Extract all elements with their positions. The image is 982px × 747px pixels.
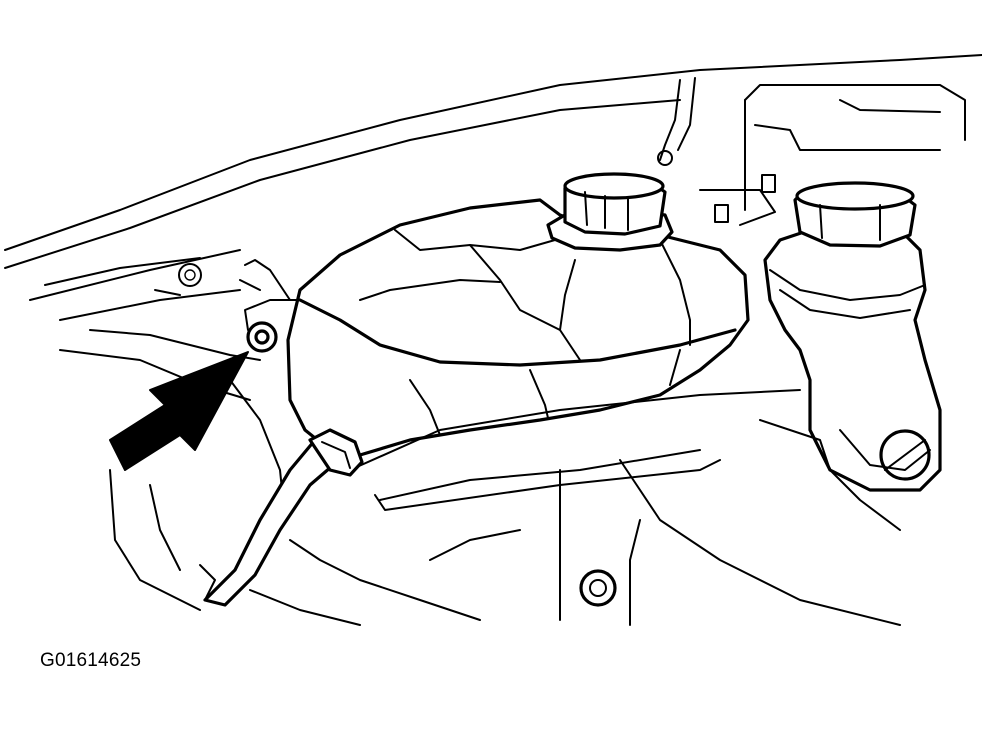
tank-mounting-bolt xyxy=(239,259,301,353)
figure-code: G01614625 xyxy=(40,650,142,671)
coolant-expansion-tank xyxy=(286,198,750,457)
coolant-reservoir-cap xyxy=(546,172,674,252)
engine-cover-bolt xyxy=(579,569,617,607)
indicator-arrow xyxy=(109,351,249,471)
engine-cover xyxy=(249,389,901,626)
hose-clamp xyxy=(308,428,364,477)
brake-fluid-reservoir-cap xyxy=(793,181,917,248)
master-cylinder-studs xyxy=(699,174,776,226)
hood-lines xyxy=(4,54,982,321)
firewall-brackets xyxy=(744,84,966,211)
coolant-hose xyxy=(199,438,347,607)
brake-fluid-reservoir xyxy=(763,223,942,492)
